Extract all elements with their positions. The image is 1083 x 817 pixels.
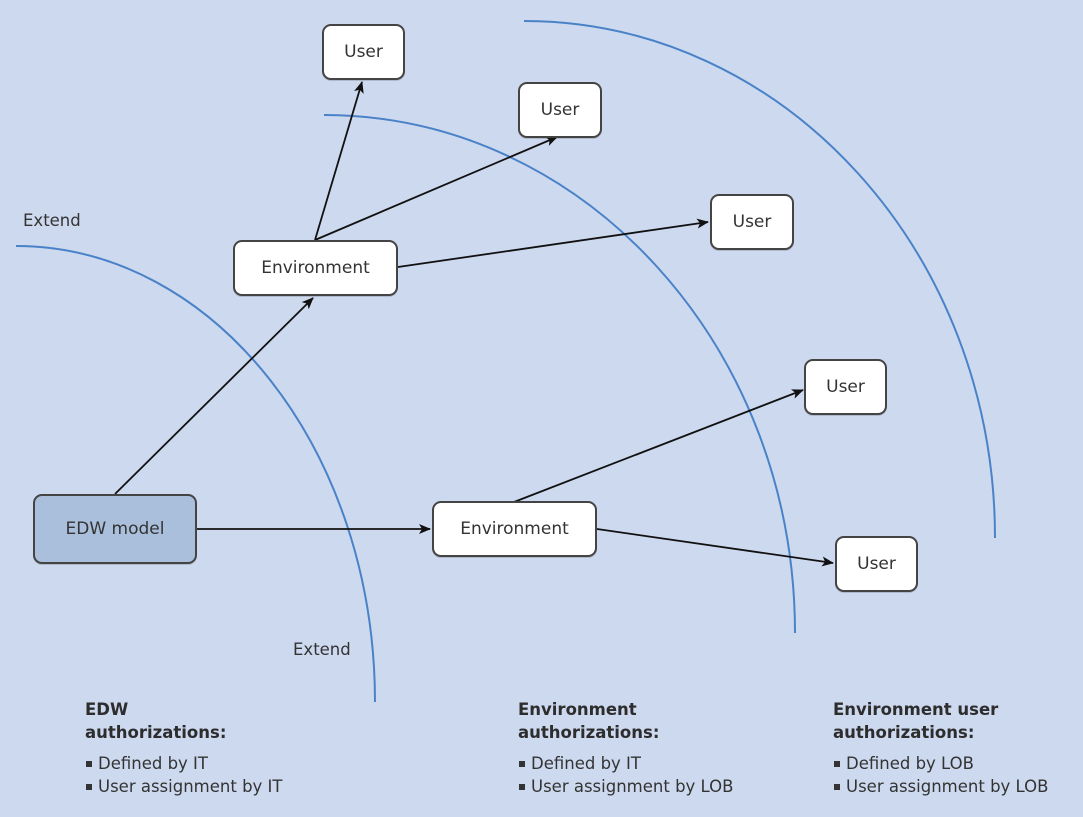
zone-arc-edw [15, 245, 376, 703]
legend-list: Defined by IT User assignment by IT [85, 752, 283, 798]
legend-item-text: User assignment by IT [98, 777, 283, 796]
bullet-icon [86, 784, 92, 790]
legend-list: Defined by IT User assignment by LOB [518, 752, 733, 798]
legend-item: User assignment by LOB [518, 775, 733, 798]
legend-title-line-1: Environment [518, 700, 637, 719]
arrow-environment-1-to-user-2 [314, 136, 558, 241]
legend-list: Defined by LOB User assignment by LOB [833, 752, 1048, 798]
extend-label-top: Extend [23, 211, 81, 230]
legend-item-text: Defined by IT [531, 754, 642, 773]
zone-arc-environment [323, 114, 796, 634]
environment-node-1: Environment [233, 240, 398, 296]
user-node-5: User [835, 536, 918, 592]
legend-item-text: User assignment by LOB [846, 777, 1049, 796]
arrow-environment-1-to-user-1 [314, 81, 364, 241]
arrow-environment-1-to-user-3 [397, 218, 709, 268]
legend-item: Defined by IT [518, 752, 733, 775]
bullet-icon [834, 784, 840, 790]
legend-item: Defined by LOB [833, 752, 1048, 775]
bullet-icon [834, 761, 840, 767]
zone-arc-environment-user [523, 20, 996, 539]
bullet-icon [519, 784, 525, 790]
user-node-2: User [518, 82, 602, 138]
legend-environment-authorizations: Environment authorizations: Defined by I… [518, 698, 733, 798]
environment-node-2: Environment [432, 501, 597, 557]
legend-item-text: User assignment by LOB [531, 777, 734, 796]
legend-environment-user-authorizations: Environment user authorizations: Defined… [833, 698, 1048, 798]
edw-model-node: EDW model [33, 494, 197, 564]
legend-title-line-1: EDW [85, 700, 129, 719]
user-node-1: User [322, 24, 405, 80]
legend-title-line-2: authorizations: [518, 723, 660, 742]
legend-edw-authorizations: EDW authorizations: Defined by IT User a… [85, 698, 283, 798]
legend-item-text: Defined by IT [98, 754, 209, 773]
arrow-environment-2-to-user-4 [513, 389, 804, 503]
extend-label-bottom: Extend [293, 640, 351, 659]
arrow-environment-2-to-user-5 [596, 528, 834, 567]
legend-title-line-1: Environment user [833, 700, 999, 719]
legend-item: Defined by IT [85, 752, 283, 775]
legend-item: User assignment by IT [85, 775, 283, 798]
legend-title-line-2: authorizations: [85, 723, 227, 742]
arrow-edw-to-environment-1 [114, 297, 314, 495]
legend-item-text: Defined by LOB [846, 754, 974, 773]
bullet-icon [519, 761, 525, 767]
user-node-3: User [710, 194, 794, 250]
user-node-4: User [804, 359, 887, 415]
legend-title-line-2: authorizations: [833, 723, 975, 742]
legend-item: User assignment by LOB [833, 775, 1048, 798]
bullet-icon [86, 761, 92, 767]
